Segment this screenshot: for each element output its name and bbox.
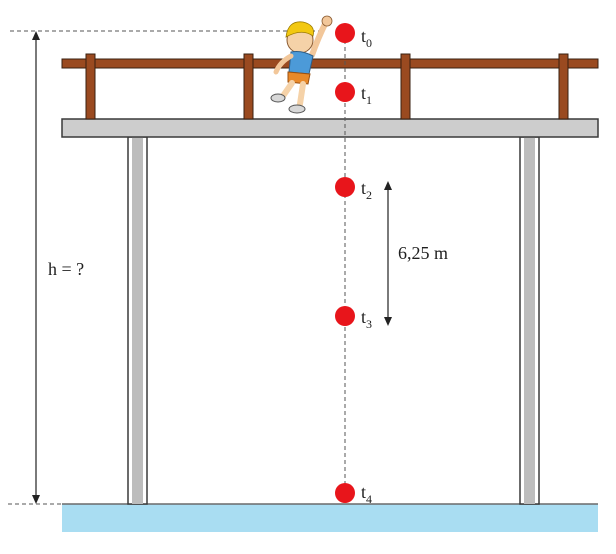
label-t4: t4 bbox=[361, 482, 372, 506]
ball-t0 bbox=[335, 23, 355, 43]
label-t2: t2 bbox=[361, 178, 372, 202]
height-label: h = ? bbox=[48, 259, 84, 279]
distance-label: 6,25 m bbox=[398, 243, 448, 263]
bridge-railing bbox=[61, 53, 599, 120]
label-t3: t3 bbox=[361, 307, 372, 331]
label-t0: t0 bbox=[361, 26, 372, 50]
ball-t2 bbox=[335, 177, 355, 197]
bridge-deck bbox=[61, 118, 599, 138]
ball-t3 bbox=[335, 306, 355, 326]
right-pillar bbox=[519, 136, 540, 505]
ball-t4 bbox=[335, 483, 355, 503]
child-dropping-ball-icon bbox=[270, 15, 333, 114]
ball-t1 bbox=[335, 82, 355, 102]
height-arrow bbox=[32, 31, 40, 504]
label-t1: t1 bbox=[361, 83, 372, 107]
distance-arrow bbox=[384, 181, 392, 326]
left-pillar bbox=[127, 136, 148, 505]
water bbox=[62, 504, 598, 532]
